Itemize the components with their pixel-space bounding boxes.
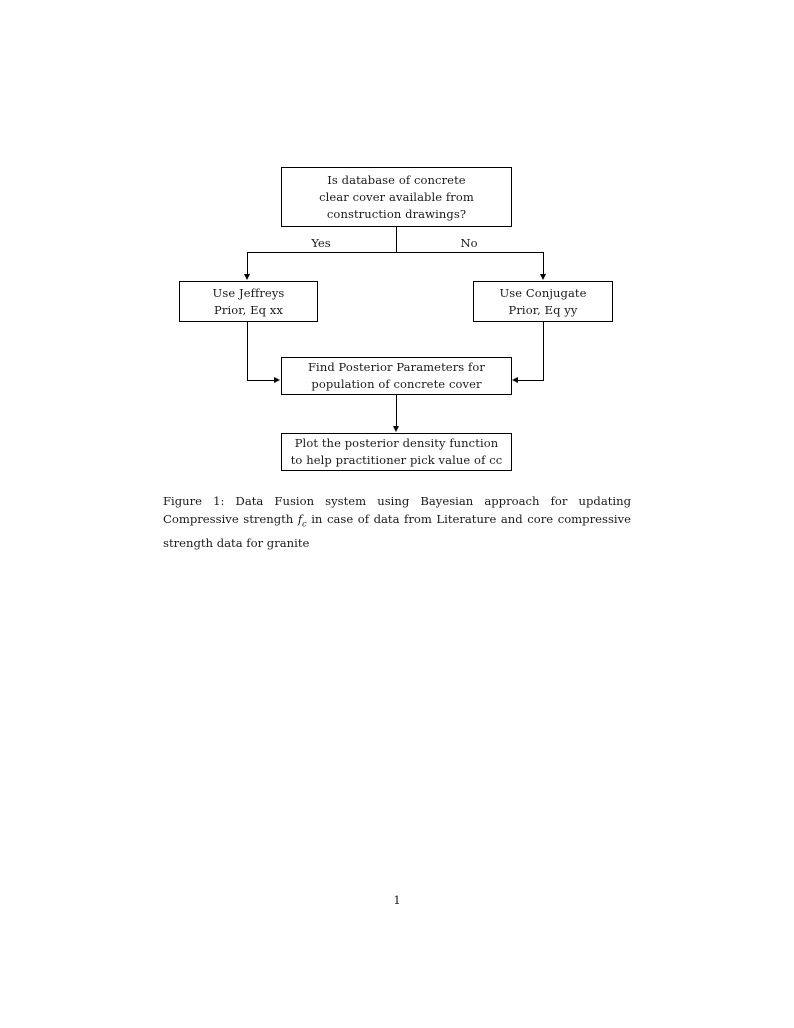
arrowhead-conjugate-to-posterior [512,377,518,384]
connector-posterior-to-plot [396,395,397,427]
node-jeffreys-line-2: Prior, Eq xx [214,302,283,317]
node-conjugate-line-2: Prior, Eq yy [508,302,578,317]
page-number: 1 [393,893,401,907]
connector-jeffreys-to-posterior [247,380,274,381]
caption-label: Figure 1: [163,494,225,508]
arrowhead-no-to-conjugate [540,274,547,280]
node-question-line-2: clear cover available from [319,189,474,204]
node-posterior-line-2: population of concrete cover [311,377,482,391]
connector-conjugate-down [543,322,544,380]
node-conjugate-line-1: Use Conjugate [499,285,587,300]
node-plot-line-1: Plot the posterior density function [294,436,499,450]
flow-node-conjugate-prior: Use Conjugate Prior, Eq yy [473,281,613,322]
node-jeffreys-line-1: Use Jeffreys [212,285,285,300]
branch-label-no: No [460,236,478,250]
branch-label-yes: Yes [311,236,331,250]
node-posterior-line-1: Find Posterior Parameters for [307,360,486,374]
node-question-line-3: construction drawings? [326,206,467,221]
arrowhead-jeffreys-to-posterior [274,377,280,384]
connector-question-stem [396,227,397,253]
flow-node-jeffreys-prior: Use Jeffreys Prior, Eq xx [179,281,318,322]
connector-branch-bar [247,252,544,253]
connector-jeffreys-down [247,322,248,380]
connector-no-drop [543,252,544,275]
caption-math-symbol: f [297,512,303,527]
connector-conjugate-to-posterior [518,380,544,381]
flowchart-figure: Is database of concrete clear cover avai… [0,0,794,500]
caption-math-subscript: c [302,519,307,529]
connector-yes-drop [247,252,248,275]
caption-text-before: Data Fusion system using Bayesian approa… [163,494,631,527]
flow-node-find-posterior-parameters: Find Posterior Parameters for population… [281,357,512,395]
figure-caption: Figure 1: Data Fusion system using Bayes… [163,492,631,552]
flow-node-plot-posterior-density: Plot the posterior density function to h… [281,433,512,471]
caption-text-after: in case of data from Literature and core… [163,512,632,550]
arrowhead-posterior-to-plot [393,426,400,432]
node-question-line-1: Is database of concrete [327,172,466,187]
flow-node-question: Is database of concrete clear cover avai… [281,167,512,227]
arrowhead-yes-to-jeffreys [244,274,251,280]
node-plot-line-2: to help practitioner pick value of cc [290,453,503,467]
